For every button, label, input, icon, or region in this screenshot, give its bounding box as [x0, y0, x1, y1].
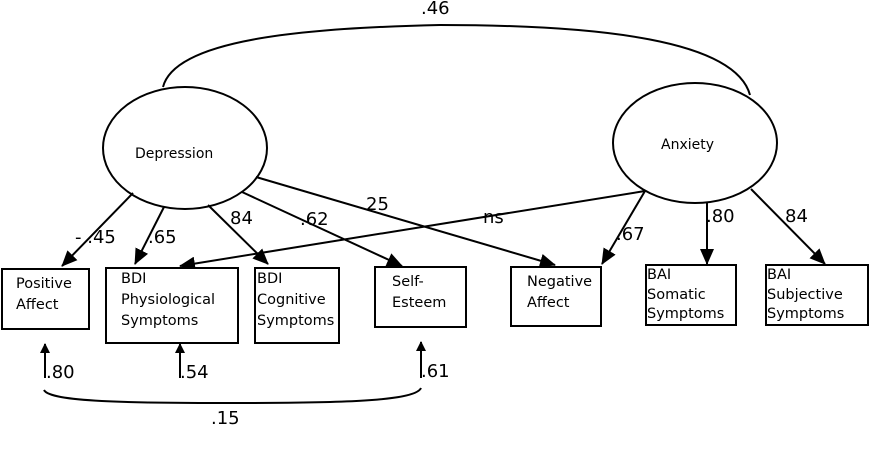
box-line: Affect	[16, 297, 59, 314]
box-line: Negative	[527, 274, 593, 290]
depression-label: Depression	[135, 146, 214, 162]
box-line: Symptoms	[121, 313, 199, 330]
label-err-self-esteem: .61	[421, 361, 450, 382]
label-dep-self-esteem: .62	[300, 209, 329, 230]
label-dep-bdi-physiological: .65	[148, 227, 177, 248]
box-line: Subjective	[767, 286, 843, 303]
label-dep-positive-affect: - .45	[75, 227, 116, 248]
anxiety-ellipse	[612, 82, 778, 204]
box-line: Symptoms	[767, 306, 845, 323]
label-anx-negative-affect: .67	[616, 224, 645, 245]
box-line: BDI	[257, 271, 283, 287]
label-error-correlation: .15	[211, 408, 240, 429]
box-line: Esteem	[392, 295, 447, 312]
box-bdi-physiological: BDI Physiological Symptoms	[105, 267, 239, 344]
path-anx-bdi-physiological	[179, 190, 646, 271]
box-line: BDI	[121, 271, 147, 287]
path-anx-negative-affect	[601, 190, 646, 265]
box-line: Cognitive	[257, 292, 326, 309]
label-anx-bai-subjective: 84	[785, 206, 808, 227]
label-err-bdi-physiological: .54	[180, 362, 209, 383]
box-bai-somatic: BAI Somatic Symptoms	[645, 264, 737, 326]
box-line: Symptoms	[647, 306, 725, 323]
box-line: Self-	[392, 274, 424, 290]
anxiety-label: Anxiety	[661, 137, 715, 153]
path-dep-positive-affect	[61, 192, 134, 267]
depression-ellipse	[102, 86, 268, 210]
label-latent-correlation: .46	[421, 0, 450, 19]
box-self-esteem: Self- Esteem	[374, 266, 467, 328]
label-anx-bdi-physiological: ns	[483, 207, 504, 228]
box-line: Affect	[527, 295, 570, 312]
path-anx-bai-subjective	[750, 188, 826, 265]
label-anx-bai-somatic: .80	[706, 206, 735, 227]
box-line: Physiological	[121, 292, 215, 309]
path-dep-negative-affect	[255, 176, 556, 268]
label-err-positive-affect: .80	[46, 362, 75, 383]
box-negative-affect: Negative Affect	[510, 266, 602, 327]
box-bai-subjective: BAI Subjective Symptoms	[765, 264, 869, 326]
box-line: Symptoms	[257, 313, 335, 330]
error-correlation-arc	[43, 387, 422, 405]
label-dep-bdi-cognitive: 84	[230, 208, 253, 229]
path-dep-bdi-physiological	[134, 206, 165, 265]
label-dep-negative-affect: 25	[366, 194, 389, 215]
latent-correlation-arc	[162, 23, 751, 96]
path-dep-self-esteem	[241, 191, 403, 267]
box-line: Positive	[16, 276, 72, 292]
box-line: Somatic	[647, 286, 706, 303]
box-positive-affect: Positive Affect	[1, 268, 90, 330]
box-line: BAI	[767, 267, 792, 283]
box-bdi-cognitive: BDI Cognitive Symptoms	[254, 267, 340, 344]
box-line: BAI	[647, 267, 672, 283]
